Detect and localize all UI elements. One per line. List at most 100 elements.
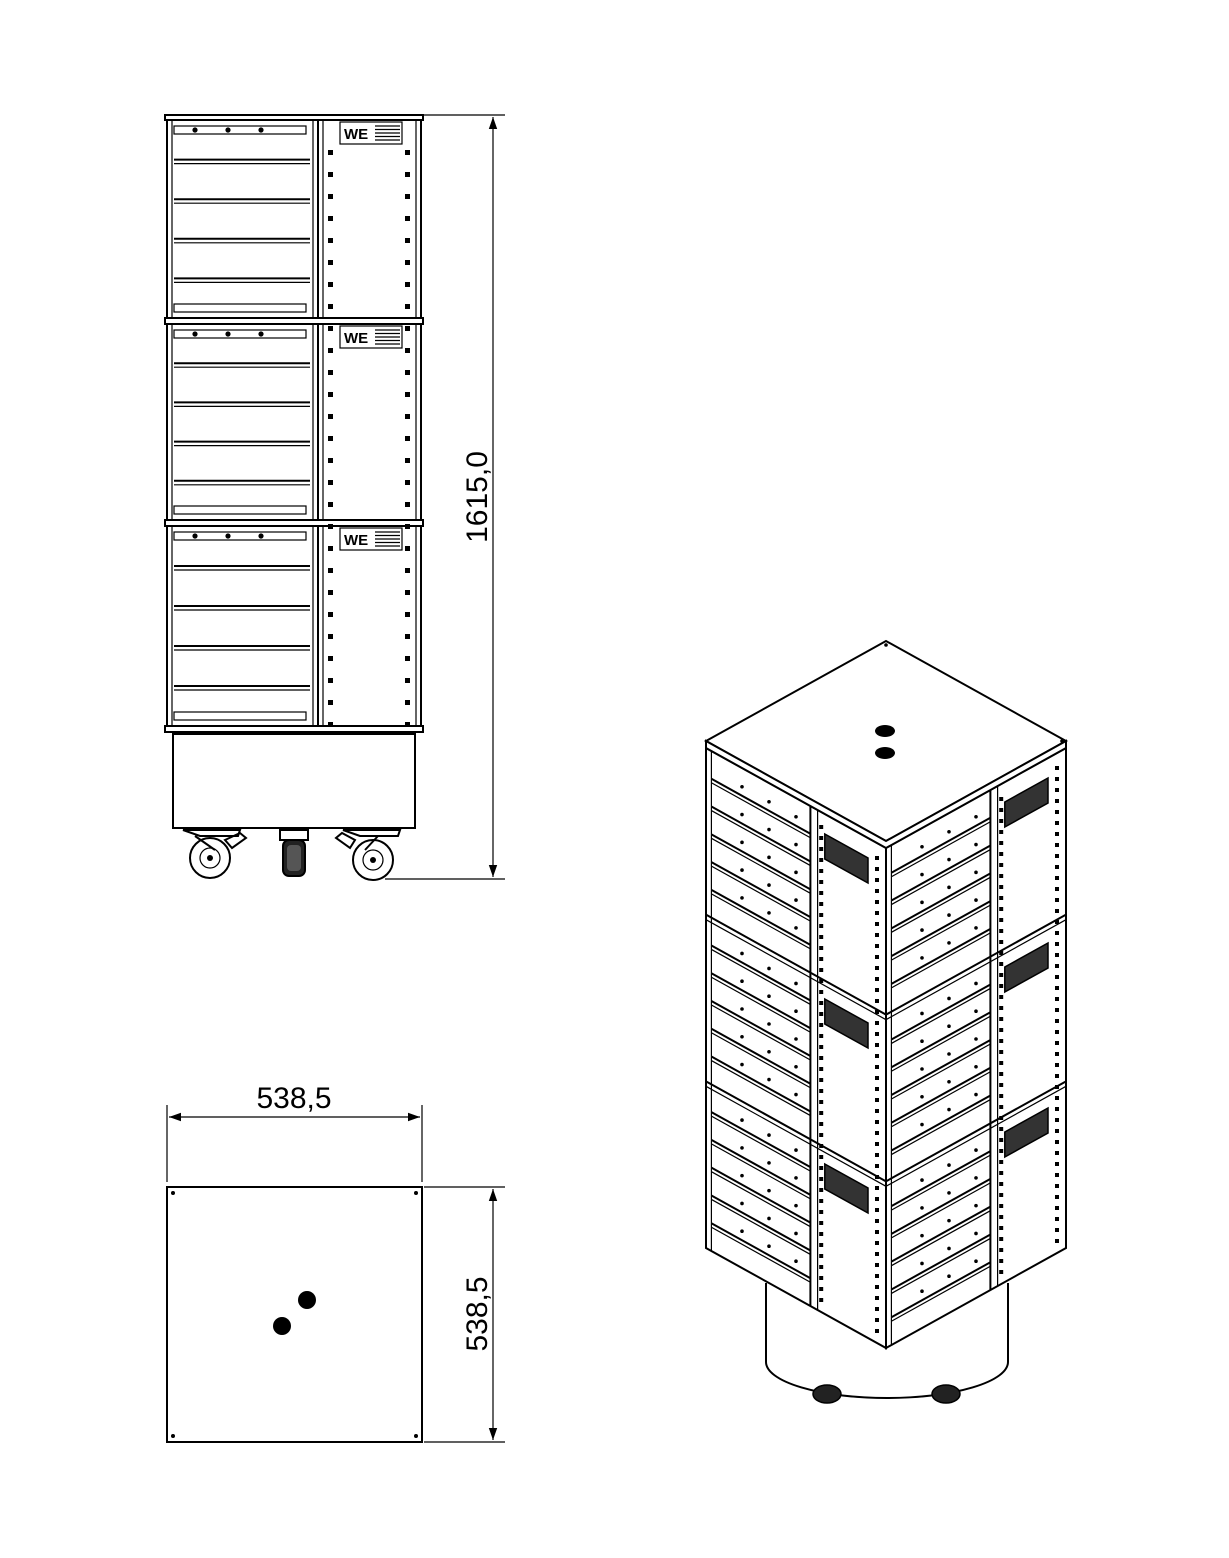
shelf-line [710, 833, 811, 891]
rivet-icon [947, 1052, 951, 1056]
slot-icon [819, 1089, 824, 1093]
slot-icon [819, 1199, 824, 1203]
shelf-line [710, 777, 811, 835]
module-band [885, 1085, 1067, 1187]
rivet-icon [794, 1009, 798, 1014]
slot-icon [819, 1144, 824, 1148]
shelf-line [890, 1094, 991, 1152]
slot-icon [875, 1098, 879, 1102]
shelf-line [890, 1011, 991, 1069]
slot-icon [875, 1142, 879, 1146]
slot-icon [999, 984, 1004, 988]
shelf-line [711, 1115, 811, 1172]
rivet-icon [740, 784, 744, 789]
rivet-icon [920, 956, 924, 960]
rivet-icon [740, 951, 744, 956]
slot-icon [1055, 898, 1059, 902]
slot-icon [819, 1078, 824, 1082]
shelf-line [711, 1060, 811, 1117]
slot-icon [405, 282, 410, 287]
slot-icon [875, 867, 879, 871]
slot-icon [999, 1072, 1004, 1076]
rivet-icon [974, 1037, 978, 1041]
slot-icon [328, 502, 333, 507]
slot-icon [405, 216, 410, 221]
slot-icon [875, 966, 879, 970]
slot-icon [405, 238, 410, 243]
slot-icon [875, 878, 879, 882]
slot-icon [405, 700, 410, 705]
slot-icon [819, 946, 824, 950]
slot-icon [1055, 931, 1059, 935]
rivet-icon [974, 814, 978, 819]
shelf-line [711, 1226, 811, 1283]
slot-icon [405, 260, 410, 265]
module-band [705, 1080, 887, 1183]
slot-icon [405, 656, 410, 661]
rivet-icon [974, 1203, 978, 1208]
rivet-icon [794, 1148, 798, 1152]
shelf-line [891, 821, 991, 878]
rivet-icon [920, 1039, 924, 1044]
slot-icon [405, 546, 410, 551]
shelf-line [890, 1150, 991, 1207]
slot-icon [1055, 1118, 1059, 1122]
rivet-icon [974, 1231, 978, 1236]
module-band [885, 913, 1067, 1016]
slot-icon [1055, 1206, 1059, 1210]
depth-dimension: 538,5 [424, 1186, 505, 1443]
slot-icon [875, 1263, 879, 1267]
slot-icon [405, 480, 410, 485]
shelf-line [890, 844, 991, 902]
module-band [885, 919, 1067, 1021]
rivet-icon [947, 1191, 951, 1195]
top-plan-view: 538,5 538,5 [166, 1082, 505, 1443]
slot-icon [405, 502, 410, 507]
slot-icon [999, 1105, 1004, 1109]
rivet-icon [974, 1092, 978, 1097]
slot-icon [819, 1067, 824, 1071]
slot-icon [328, 458, 333, 463]
slot-icon [999, 1028, 1004, 1032]
shelf-line [891, 1043, 991, 1100]
brand-logo-text: WE [344, 126, 368, 143]
slot-icon [875, 988, 879, 992]
shelf-line [710, 1027, 811, 1085]
rivet-icon [794, 870, 798, 875]
shelf-line [891, 1182, 991, 1239]
isometric-view [703, 639, 1069, 1404]
rivet-icon [974, 1259, 978, 1264]
rivet-icon [740, 1146, 744, 1150]
slot-icon [1055, 1019, 1059, 1023]
slot-icon [405, 194, 410, 199]
slot-icon [1055, 865, 1059, 869]
rivet-icon [920, 1206, 924, 1210]
shelf-line [711, 948, 811, 1005]
slot-icon [1055, 1173, 1059, 1177]
slot-icon [1055, 1052, 1059, 1056]
slot-icon [875, 1285, 879, 1289]
shelf-line [891, 1265, 991, 1322]
slot-icon [819, 1188, 824, 1192]
slot-icon [328, 722, 333, 727]
center-caster [279, 829, 309, 877]
slot-icon [328, 392, 333, 397]
shelf-line [710, 1222, 811, 1280]
slot-icon [999, 1226, 1004, 1230]
caster-wheel-icon [812, 1384, 842, 1404]
slot-icon [819, 869, 824, 873]
slot-icon [405, 524, 410, 529]
module-band [705, 1085, 887, 1187]
shelf-line [890, 1205, 991, 1263]
rivet-icon [258, 533, 264, 539]
slot-icon [999, 874, 1004, 878]
brand-logo-icon: WE [339, 121, 403, 145]
slot-icon [1055, 1151, 1059, 1155]
slot-icon [875, 1087, 879, 1091]
shelf-line [710, 861, 811, 918]
width-dimension-label: 538,5 [256, 1082, 331, 1115]
rivet-icon [225, 331, 231, 337]
brand-logo-text: WE [344, 330, 368, 347]
slot-icon [999, 907, 1004, 911]
shelf-line [890, 1178, 991, 1235]
